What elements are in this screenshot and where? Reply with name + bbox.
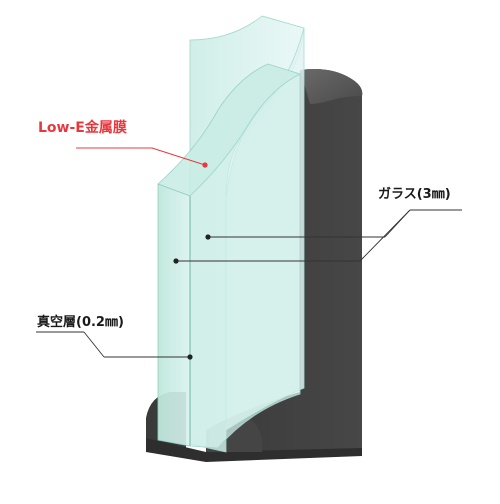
frame-base [146,438,362,462]
glass-marker-dot-back [205,234,211,240]
glass-marker-dot-front [173,258,179,264]
glass-thickness-label: ガラス(3㎜) [378,187,451,202]
leader-low-e [76,147,208,168]
low-e-coating-label: Low-E金属膜 [38,120,127,136]
low-e-marker-dot [202,162,208,168]
leader-glass [173,209,462,264]
frame-top-profile [206,69,363,460]
vacuum-marker-dot [187,354,193,360]
front-glass-pane [157,63,302,449]
frame-top-face [300,69,363,104]
vacuum-layer-label: 真空層(0.2㎜) [37,315,124,330]
leader-vacuum [36,331,193,360]
